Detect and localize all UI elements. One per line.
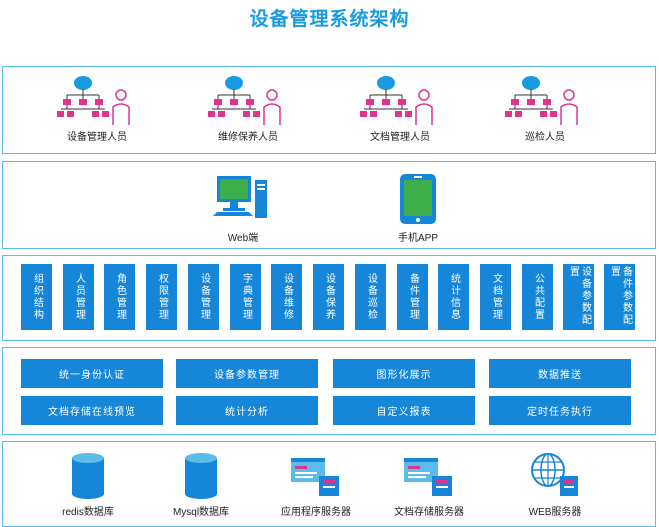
- service-layer: 统一身份认证 设备参数管理 图形化展示 数据推送 文档存储在线预览 统计分析 自…: [2, 347, 656, 435]
- service-item: 统一身份认证: [21, 359, 163, 388]
- org-user-icon: [360, 76, 433, 125]
- client-mobile: 手机APP: [368, 174, 468, 244]
- module-item: 权限管理: [146, 264, 177, 330]
- module-layer: 组织结构 人员管理 角色管理 权限管理 设备管理 字典管理 设备维修 设备保养 …: [2, 255, 656, 341]
- user-role-label: 设备管理人员: [67, 132, 127, 143]
- user-role-inspector: 巡检人员: [490, 75, 600, 143]
- client-label: Web端: [227, 233, 259, 244]
- module-item: 统计信息: [438, 264, 469, 330]
- service-item: 自定义报表: [333, 396, 475, 425]
- user-role-label: 维修保养人员: [218, 132, 278, 143]
- module-item: 设备巡检: [355, 264, 386, 330]
- org-user-icon: [57, 76, 130, 125]
- service-item: 统计分析: [176, 396, 318, 425]
- infrastructure-layer: redis数据库 Mysql数据库 应用程序服务器: [2, 441, 656, 527]
- infra-mysql: Mysql数据库: [146, 452, 256, 518]
- module-item: 设备管理: [188, 264, 219, 330]
- infra-doc-server: 文档存储服务器: [374, 452, 484, 518]
- user-role-device-admin: 设备管理人员: [42, 75, 152, 143]
- desktop-computer-icon: [213, 176, 267, 218]
- app-server-icon: [291, 458, 339, 496]
- infra-label: 应用程序服务器: [281, 507, 351, 518]
- module-item: 备件管理: [397, 264, 428, 330]
- infra-label: WEB服务器: [528, 507, 582, 518]
- mobile-phone-icon: [400, 174, 436, 224]
- client-label: 手机APP: [397, 233, 438, 244]
- infra-label: redis数据库: [62, 507, 114, 518]
- database-icon: [185, 453, 217, 499]
- client-layer: Web端 手机APP: [2, 161, 656, 249]
- module-item: 备件参数配置: [604, 264, 635, 330]
- module-item: 设备维修: [271, 264, 302, 330]
- module-item: 人员管理: [63, 264, 94, 330]
- user-role-maintenance: 维修保养人员: [193, 75, 303, 143]
- service-item: 数据推送: [489, 359, 631, 388]
- service-item: 设备参数管理: [176, 359, 318, 388]
- infra-web-server: WEB服务器: [500, 452, 610, 518]
- module-item: 字典管理: [230, 264, 261, 330]
- user-layer: 设备管理人员 维修保养人员 文档管理人员: [2, 66, 656, 154]
- page-title: 设备管理系统架构: [249, 9, 410, 30]
- database-icon: [72, 453, 104, 499]
- client-web: Web端: [193, 174, 293, 244]
- module-item: 公共配置: [522, 264, 553, 330]
- infra-app-server: 应用程序服务器: [261, 452, 371, 518]
- infra-label: Mysql数据库: [172, 507, 230, 518]
- org-user-icon: [208, 76, 281, 125]
- module-item: 文档管理: [480, 264, 511, 330]
- module-item: 设备保养: [313, 264, 344, 330]
- service-item: 定时任务执行: [489, 396, 631, 425]
- module-item: 角色管理: [104, 264, 135, 330]
- web-globe-server-icon: [531, 453, 578, 496]
- doc-server-icon: [404, 458, 452, 496]
- user-role-doc-admin: 文档管理人员: [345, 75, 455, 143]
- service-item: 文档存储在线预览: [21, 396, 163, 425]
- user-role-label: 文档管理人员: [370, 132, 430, 143]
- module-item: 组织结构: [21, 264, 52, 330]
- user-role-label: 巡检人员: [525, 132, 565, 143]
- org-user-icon: [505, 76, 578, 125]
- infra-redis: redis数据库: [33, 452, 143, 518]
- module-item: 设备参数配置: [563, 264, 594, 330]
- infra-label: 文档存储服务器: [394, 507, 464, 518]
- service-item: 图形化展示: [333, 359, 475, 388]
